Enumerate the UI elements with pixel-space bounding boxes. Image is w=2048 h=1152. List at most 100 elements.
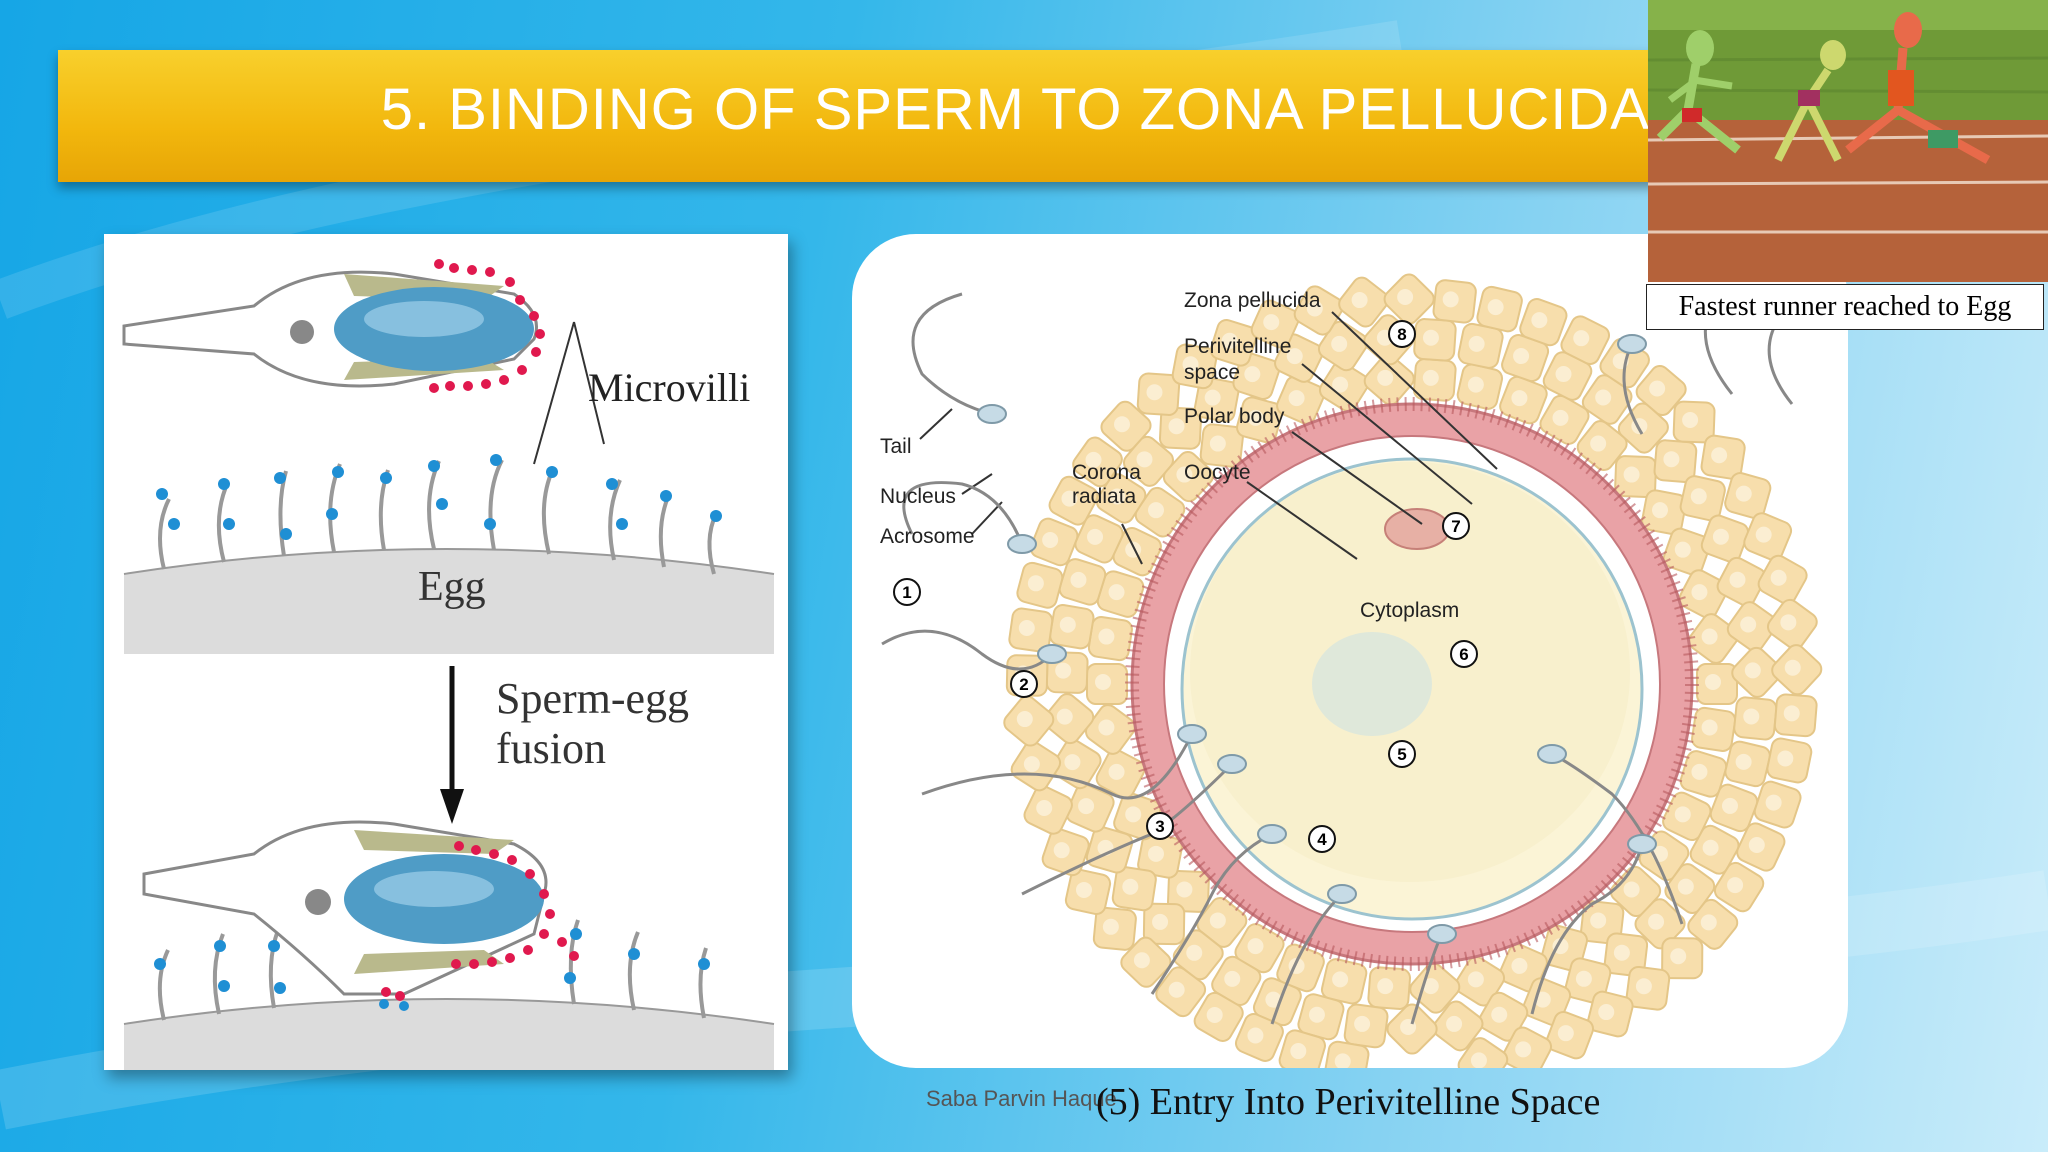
corona-cell-nucleus [1674, 806, 1691, 823]
label-zona-pellucida: Zona pellucida [1184, 289, 1321, 312]
corona-cell-nucleus [1467, 376, 1484, 393]
corona-cell-nucleus [1552, 409, 1569, 426]
corona-cell-nucleus [1534, 991, 1551, 1008]
corona-cell-nucleus [1690, 488, 1707, 505]
step-number: 8 [1397, 325, 1406, 344]
corona-cell-nucleus [1027, 575, 1044, 592]
corona-cell-nucleus [1670, 948, 1687, 965]
step-marker-6: 6 [1450, 640, 1478, 668]
sperm-head [1037, 644, 1067, 664]
corona-cell-nucleus [1087, 528, 1104, 545]
microvilli-tips-top [156, 454, 722, 540]
corona-radiata-cells [1003, 273, 1823, 1068]
corona-cell-nucleus [1705, 674, 1721, 690]
corona-cell-nucleus [1023, 756, 1040, 773]
sperm-head [1627, 834, 1657, 854]
corona-cell-nucleus [1221, 332, 1238, 349]
corona-cell-nucleus [1783, 705, 1800, 722]
corona-cell-nucleus [1467, 971, 1484, 988]
corona-cell-nucleus [1224, 970, 1241, 987]
corona-cell-nucleus [1334, 1053, 1351, 1068]
corona-cell-nucleus [1332, 971, 1349, 988]
corona-cell-nucleus [1744, 662, 1761, 679]
step-number: 4 [1317, 830, 1327, 849]
corona-cell-nucleus [1663, 451, 1680, 468]
corona-cell-nucleus [1729, 571, 1746, 588]
corona-cell-nucleus [1056, 708, 1073, 725]
corona-cell-nucleus [1265, 991, 1282, 1008]
corona-cell-nucleus [1691, 763, 1708, 780]
sperm-tail [881, 629, 1054, 671]
sperm-top [122, 259, 545, 393]
corona-cell-nucleus [1557, 1025, 1574, 1042]
corona-cell-nucleus [1555, 366, 1572, 383]
race-caption: Fastest runner reached to Egg [1646, 284, 2044, 330]
corona-cell-nucleus [1491, 1006, 1508, 1023]
sperm-egg-fusion-diagram: Microvilli Egg Sperm-egg fusion [104, 234, 788, 1070]
oocyte-nucleus [1312, 632, 1432, 736]
corona-cell-nucleus [1691, 584, 1708, 601]
sperm-tail [902, 481, 1024, 545]
label-nucleus: Nucleus [880, 485, 956, 508]
sperm-head [1617, 334, 1647, 354]
corona-cell-nucleus [1590, 912, 1607, 929]
sperm-head [1537, 744, 1567, 764]
egg-label: Egg [418, 564, 486, 610]
corona-cell-nucleus [1770, 569, 1787, 586]
corona-cell-nucleus [1016, 711, 1033, 728]
corona-cell-nucleus [1146, 384, 1163, 401]
corona-cell-nucleus [1712, 528, 1729, 545]
sperm-tail [921, 733, 1194, 800]
corona-cell-nucleus [1133, 952, 1150, 969]
diagram-caption: (5) Entry Into Perivitelline Space [1096, 1081, 1601, 1123]
step-number: 1 [902, 583, 911, 602]
corona-cell-nucleus [1677, 878, 1694, 895]
corona-cell-nucleus [1701, 719, 1718, 736]
corona-cell-nucleus [1702, 839, 1719, 856]
corona-cell-nucleus [1422, 369, 1439, 386]
corona-cell-nucleus [1573, 330, 1590, 347]
corona-cell-nucleus [1590, 435, 1607, 452]
corona-cell-nucleus [1147, 845, 1164, 862]
sperm-tail [1551, 752, 1684, 925]
corona-cell-nucleus [1122, 878, 1139, 895]
corona-cell-nucleus [1701, 628, 1718, 645]
sperm-head [1257, 824, 1287, 844]
polar-body [1384, 508, 1450, 550]
corona-cell-nucleus [1136, 451, 1153, 468]
label-perivitelline-2: space [1184, 361, 1241, 384]
corona-cell-nucleus [1648, 913, 1665, 930]
corona-cell-nucleus [1182, 356, 1199, 373]
corona-cell-nucleus [1623, 881, 1640, 898]
corona-cell-nucleus [1109, 488, 1126, 505]
sperm-tail [1270, 892, 1344, 1025]
corona-cell-nucleus [1098, 719, 1115, 736]
corona-cell-nucleus [1351, 292, 1368, 309]
sperm-tail [1530, 843, 1644, 1015]
egg-surface-bottom [124, 999, 774, 1070]
step-number: 2 [1019, 675, 1028, 694]
corona-cell-nucleus [1332, 376, 1349, 393]
title-banner: 5. BINDING OF SPERM TO ZONA PELLUCIDA [58, 50, 1658, 182]
corona-cell-nucleus [1263, 314, 1280, 331]
corona-cell-nucleus [1018, 619, 1035, 636]
corona-cell-nucleus [1422, 329, 1439, 346]
corona-cell-nucleus [1765, 794, 1782, 811]
corona-cell-nucleus [1513, 348, 1530, 365]
corona-cell-nucleus [1682, 412, 1699, 429]
corona-cell-nucleus [1204, 389, 1221, 406]
corona-cell-nucleus [1108, 763, 1125, 780]
sperm-tail [911, 292, 993, 416]
corona-cell-nucleus [1209, 435, 1226, 452]
corona-cell-nucleus [1290, 1043, 1307, 1060]
sperm-head [1177, 724, 1207, 744]
sperm-tail [1150, 832, 1273, 995]
corona-cell-nucleus [1511, 390, 1528, 407]
label-tail: Tail [880, 435, 912, 458]
corona-cell-nucleus [1085, 451, 1102, 468]
corona-cell-nucleus [1446, 1015, 1463, 1032]
corona-cell-nucleus [1288, 390, 1305, 407]
step-number: 6 [1459, 645, 1468, 664]
